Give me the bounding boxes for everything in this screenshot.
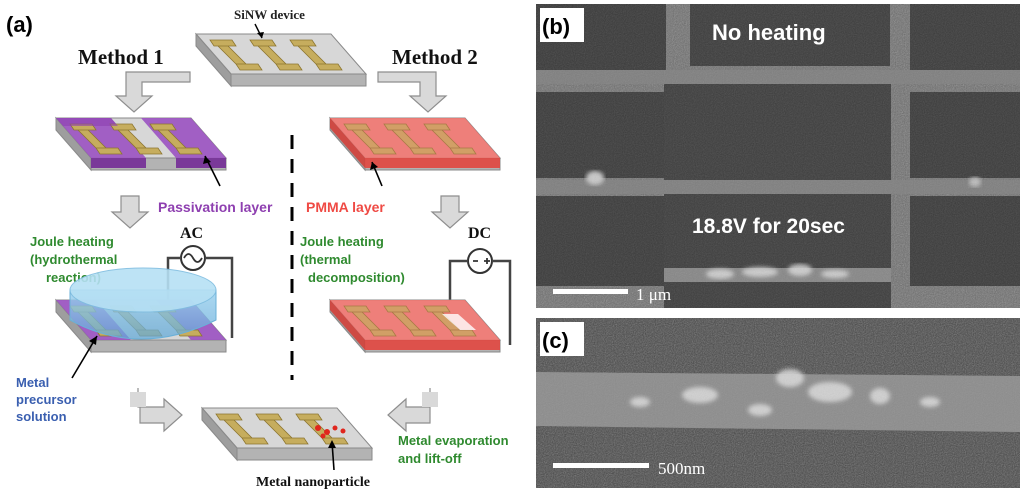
sinw-device-top (195, 33, 367, 87)
svg-text:(hydrothermal: (hydrothermal (30, 252, 117, 267)
passivation-device (55, 117, 227, 171)
panel-c: 500nm (c) (536, 318, 1020, 488)
arrow-left-mid (111, 195, 149, 229)
pmma-device (329, 117, 501, 171)
panel-a-label: (a) (6, 12, 33, 37)
scale-bar-b (553, 289, 628, 294)
svg-text:Joule heating: Joule heating (300, 234, 384, 249)
arrow-bottom-left (139, 398, 183, 432)
scale-bar-c (553, 463, 649, 468)
arrow-right-mid (431, 195, 469, 229)
precursor-beaker (69, 267, 217, 340)
sinw-device-label: SiNW device (234, 7, 305, 22)
svg-text:and lift-off: and lift-off (398, 451, 462, 466)
svg-text:solution: solution (16, 409, 67, 424)
svg-text:Metal evaporation: Metal evaporation (398, 433, 509, 448)
joule-right-text: Joule heating (thermal decomposition) (300, 234, 405, 285)
panel-a: (a) SiNW device Method 1 Method 2 Passiv… (6, 7, 512, 490)
ac-label: AC (180, 225, 203, 242)
svg-text:(thermal: (thermal (300, 252, 351, 267)
arrow-top-right (377, 71, 448, 113)
panel-b-label: (b) (542, 14, 570, 39)
svg-text:Joule heating: Joule heating (30, 234, 114, 249)
panel-b: No heating 18.8V for 20sec 1 μm (b) (536, 4, 1020, 308)
panel-c-label: (c) (542, 328, 569, 353)
panel-b-bottom-text: 18.8V for 20sec (692, 215, 845, 238)
method2-label: Method 2 (392, 45, 478, 69)
pmma-label: PMMA layer (306, 199, 385, 215)
method1-label: Method 1 (78, 45, 164, 69)
dc-label: DC (468, 225, 491, 242)
precursor-text: Metal precursor solution (16, 375, 77, 424)
scale-label-c: 500nm (658, 459, 705, 478)
scale-label-b: 1 μm (636, 285, 671, 304)
evaporation-text: Metal evaporation and lift-off (398, 433, 509, 466)
panel-b-top-text: No heating (712, 20, 826, 45)
passivation-label: Passivation layer (158, 199, 273, 215)
nanoparticle-label: Metal nanoparticle (256, 475, 370, 490)
decomposition-device (329, 299, 501, 353)
arrow-top-left (114, 71, 191, 113)
ac-source: AC (166, 225, 234, 338)
svg-text:decomposition): decomposition) (308, 270, 405, 285)
final-device (201, 407, 373, 461)
svg-text:Metal: Metal (16, 375, 49, 390)
svg-text:precursor: precursor (16, 392, 77, 407)
